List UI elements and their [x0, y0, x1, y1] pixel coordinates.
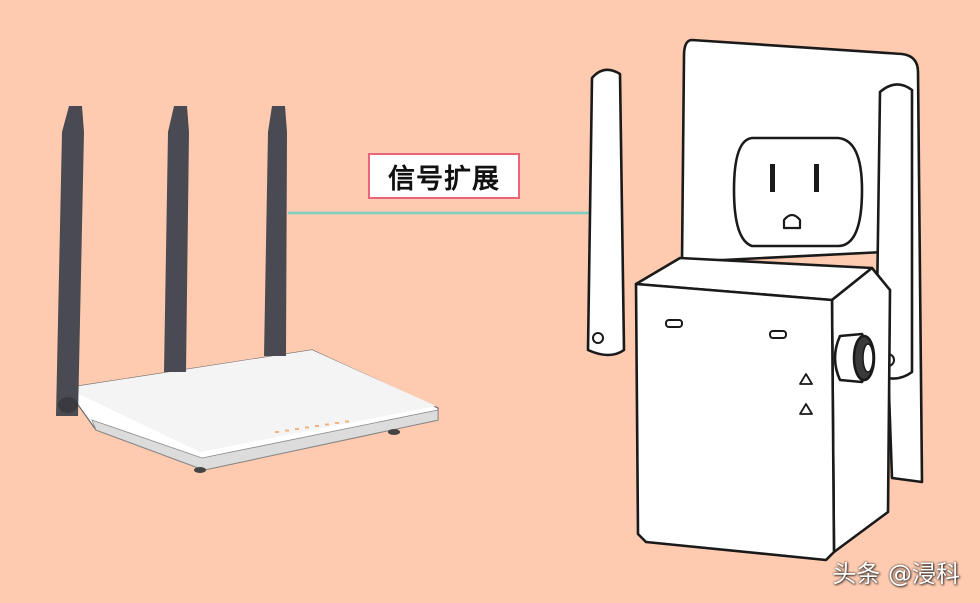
router-led — [305, 426, 309, 429]
router-led — [315, 425, 319, 427]
extender-right-face — [830, 266, 892, 554]
antenna-base — [58, 397, 78, 413]
outlet-ground-hole — [782, 213, 802, 230]
router-led — [325, 423, 329, 426]
router-foot — [388, 429, 400, 435]
wifi-extender — [586, 38, 924, 562]
antenna-2 — [164, 106, 189, 372]
router-led — [345, 420, 349, 423]
triangle-up-icon — [799, 373, 813, 385]
extender-front-face — [634, 282, 836, 562]
router — [56, 106, 439, 473]
outlet-slot-left — [770, 164, 775, 192]
router-foot — [194, 467, 206, 473]
antenna-3 — [264, 106, 287, 356]
antenna-1 — [56, 106, 84, 416]
router-led — [335, 422, 339, 424]
watermark-text: 头条 @浸科 — [832, 560, 960, 588]
router-led — [275, 431, 279, 433]
router-body-top-shade — [66, 350, 436, 452]
extender-led-indicator — [665, 319, 683, 328]
triangle-up-icon — [799, 403, 813, 415]
extender-antenna-left — [586, 68, 626, 357]
wall-outlet-icon — [732, 136, 864, 248]
signal-extend-label: 信号扩展 — [368, 153, 520, 199]
extender-knob-highlight — [862, 343, 874, 373]
router-led — [295, 428, 299, 430]
extender-antenna-left-hole — [592, 332, 604, 344]
router-led — [285, 429, 289, 432]
signal-extend-label-text: 信号扩展 — [388, 163, 500, 195]
outlet-face — [732, 136, 864, 248]
extender-led-indicator — [769, 330, 787, 339]
outlet-slot-right — [814, 164, 819, 192]
router-led-group — [275, 420, 349, 433]
